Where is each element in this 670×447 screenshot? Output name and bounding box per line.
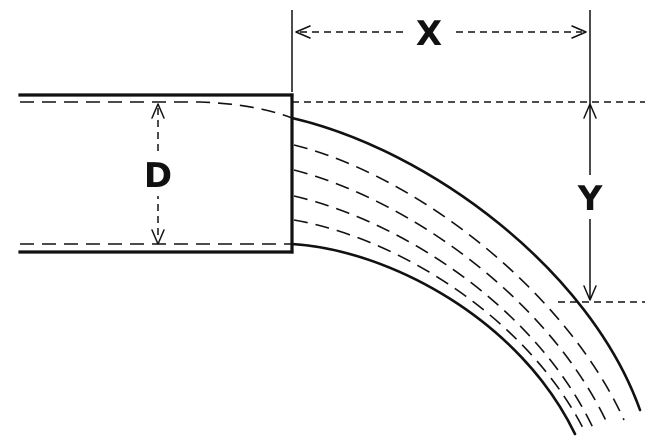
x-label: X	[416, 14, 442, 54]
jet-lower-boundary	[290, 242, 577, 436]
pipe-inner-top-dashed	[20, 101, 293, 119]
vertical-dimension: Y	[292, 101, 645, 303]
x-arrow-left	[295, 25, 311, 39]
diameter-label-bg	[140, 152, 176, 196]
horizontal-dimension: X	[291, 10, 591, 300]
jet-streamline-4	[293, 219, 586, 433]
y-arrow-bottom	[583, 285, 597, 301]
jet-streamline-1	[293, 144, 625, 421]
jet	[290, 116, 642, 436]
jet-upper-boundary	[290, 116, 642, 412]
jet-streamline-2	[293, 169, 609, 426]
jet-streamline-3	[293, 195, 595, 431]
pipe	[18, 93, 294, 254]
x-label-bg	[405, 12, 453, 54]
x-arrow-right	[571, 25, 587, 39]
y-label: Y	[577, 179, 603, 219]
diameter-arrow-bottom	[151, 229, 165, 245]
diameter-arrow-top	[151, 103, 165, 119]
diameter-dimension: D	[140, 103, 176, 245]
y-label-bg	[572, 175, 608, 219]
diameter-label: D	[144, 156, 172, 196]
y-arrow-top	[583, 103, 597, 119]
